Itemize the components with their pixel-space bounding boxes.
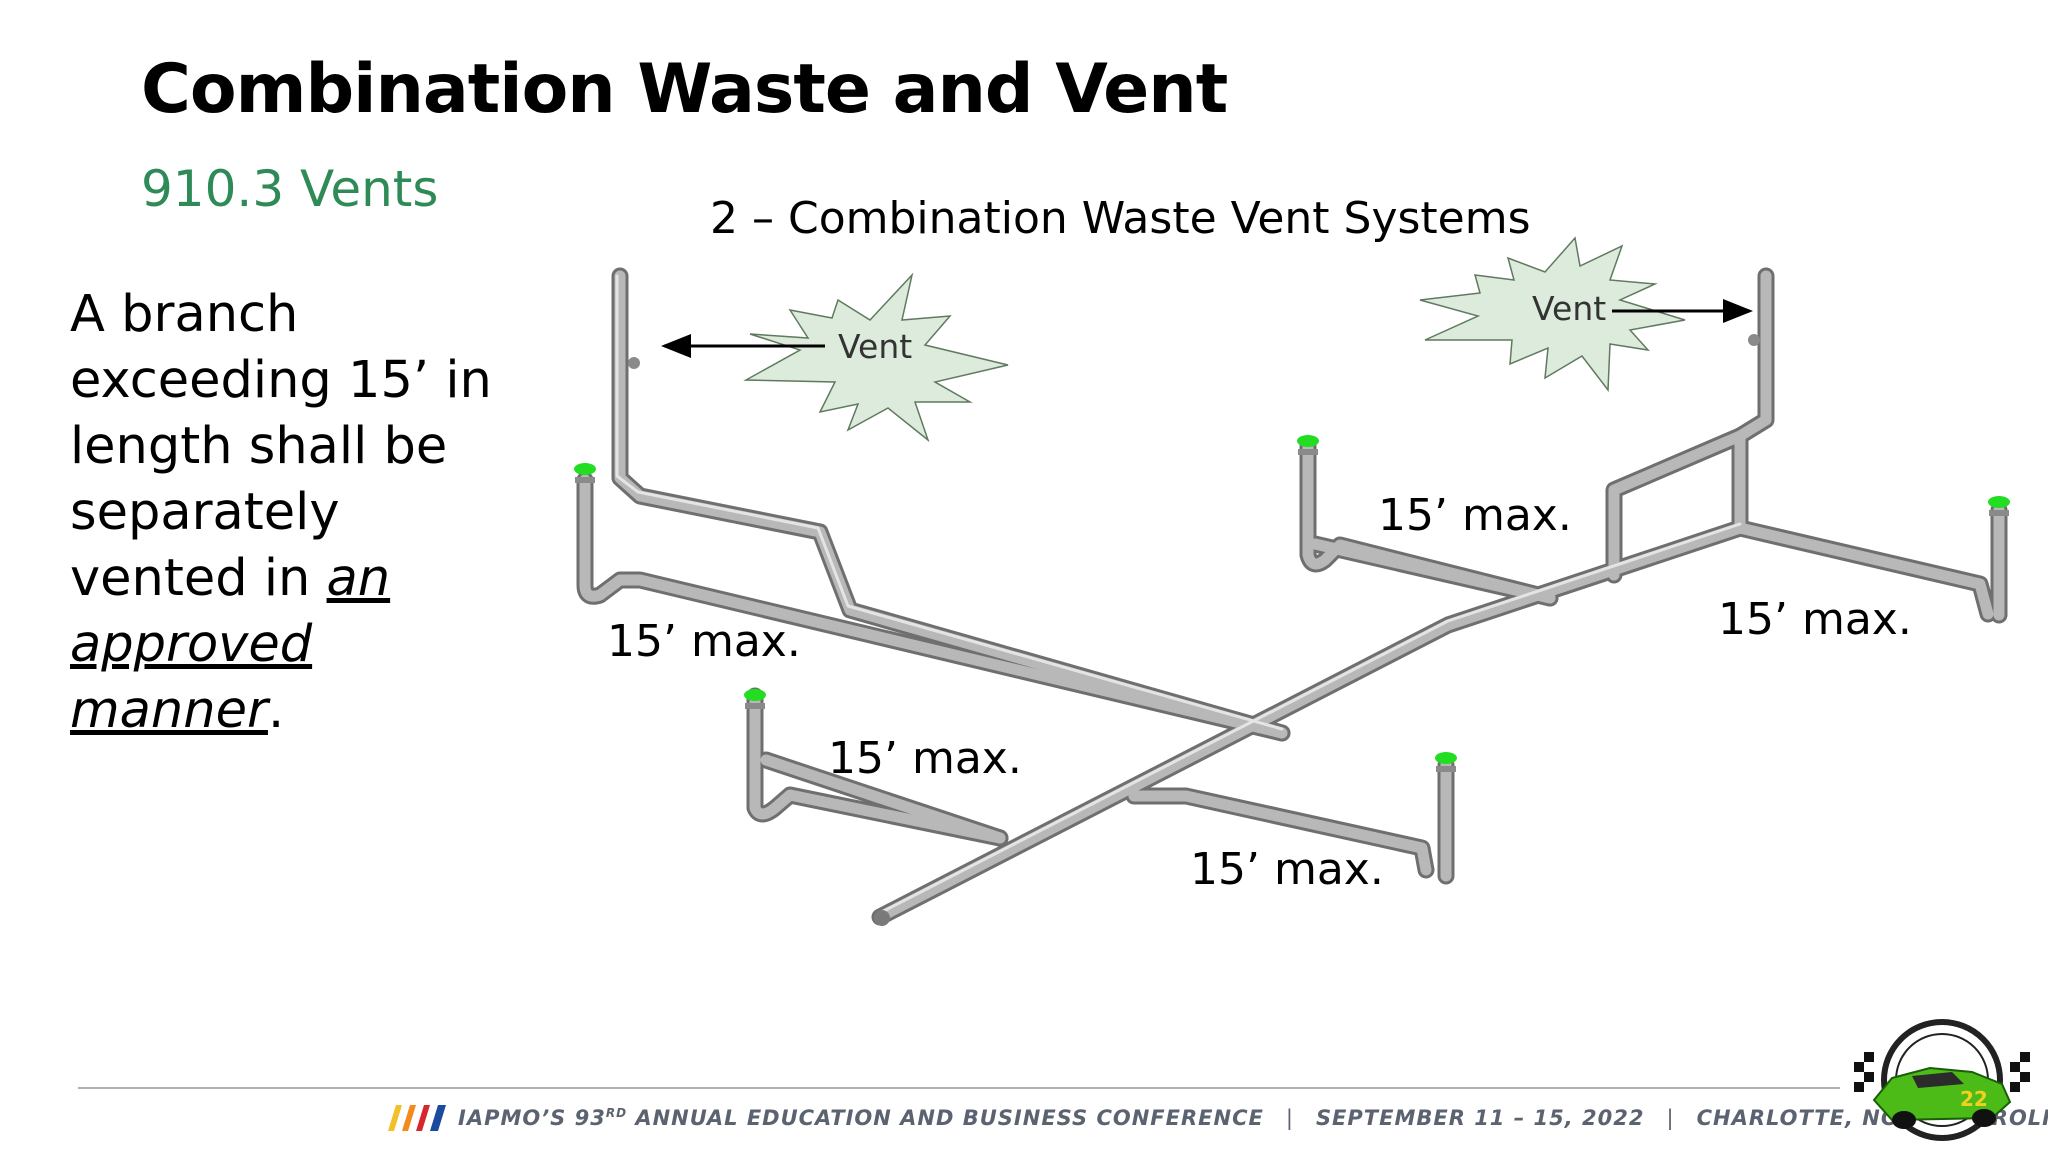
diagram-title: 2 – Combination Waste Vent Systems [710, 193, 1531, 244]
svg-text:22: 22 [1960, 1087, 1988, 1111]
drain-cap-icon [744, 689, 766, 701]
vent-callout-right: Vent [1419, 236, 1753, 393]
footer-dates: SEPTEMBER 11 – 15, 2022 [1315, 1106, 1645, 1130]
vent-label-left: Vent [838, 327, 912, 366]
body-text: A branch exceeding 15’ in length shall b… [70, 282, 530, 744]
starburst-icon [743, 272, 1009, 443]
dimension-label: 15’ max. [828, 733, 1022, 784]
body-text-part1: A branch exceeding 15’ in length shall b… [70, 285, 492, 608]
dimension-label: 15’ max. [1378, 490, 1572, 541]
drain-cap-icon [574, 463, 596, 475]
pipe-network [576, 267, 2008, 926]
fixture-drains [574, 435, 2010, 772]
dimension-label: 15’ max. [1190, 844, 1384, 895]
drain-cap-icon [1435, 752, 1457, 764]
slide-subtitle: 910.3 Vents [141, 160, 439, 218]
stripes-icon [388, 1105, 446, 1131]
drain-cap-icon [1297, 435, 1319, 447]
body-text-emphasis: an approved manner [70, 549, 391, 740]
conference-logo-icon: 22 [1854, 1019, 2030, 1141]
vent-callout-left: Vent [661, 272, 1009, 443]
footer-org-sup: RD [605, 1106, 628, 1120]
vent-fitting [628, 357, 640, 369]
footer-org: IAPMO’S 93 [458, 1106, 606, 1130]
footer-separator: | [1285, 1106, 1294, 1130]
fixture-drain [1988, 496, 2010, 516]
pipe-end-cap [874, 910, 890, 926]
footer-separator: | [1666, 1106, 1675, 1130]
footer-text: IAPMO’S 93RD ANNUAL EDUCATION AND BUSINE… [458, 1106, 2048, 1130]
dimension-label: 15’ max. [1718, 594, 1912, 645]
fixture-drain [1435, 752, 1457, 772]
fixture-drain [574, 463, 596, 483]
footer-event: ANNUAL EDUCATION AND BUSINESS CONFERENCE [627, 1106, 1264, 1130]
footer-divider [78, 1087, 1840, 1089]
fixture-drain [1297, 435, 1319, 455]
vent-fitting [1748, 334, 1760, 346]
slide-title: Combination Waste and Vent [141, 50, 1228, 129]
vent-label-right: Vent [1532, 289, 1606, 328]
fixture-drain [744, 689, 766, 709]
body-text-part2: . [267, 681, 285, 740]
drain-cap-icon [1988, 496, 2010, 508]
dimension-label: 15’ max. [607, 616, 801, 667]
starburst-icon [1419, 236, 1686, 393]
